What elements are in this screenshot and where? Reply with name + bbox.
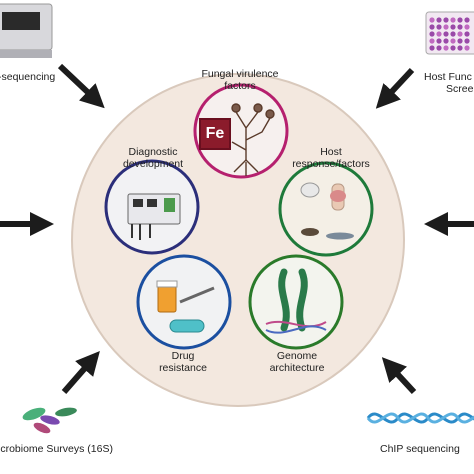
well — [464, 17, 470, 23]
well — [443, 17, 449, 23]
host-functional-screen-line2: Scree — [446, 83, 474, 95]
microbes-icon — [22, 407, 77, 434]
iron-element-badge: Fe — [199, 118, 231, 150]
well — [429, 24, 435, 30]
well — [450, 45, 456, 51]
genome-circle — [248, 254, 344, 350]
genome-label-line1: Genome — [276, 350, 318, 362]
host-response-label-line1: Host — [320, 146, 342, 158]
well — [429, 38, 435, 44]
chromosomes-icon — [265, 268, 327, 334]
chip-sequencing-label: ChIP sequencing — [380, 443, 460, 455]
diagnostic-label-line2: development — [122, 158, 184, 170]
well — [436, 38, 442, 44]
diagnostic-label: Diagnostic development — [108, 146, 198, 170]
well-plate-icon — [425, 11, 474, 55]
drug-resistance-label-line2: resistance — [159, 362, 207, 374]
well — [443, 24, 449, 30]
well — [450, 31, 456, 37]
host-organisms-icon — [300, 182, 354, 240]
well — [464, 45, 470, 51]
well — [436, 31, 442, 37]
well — [436, 17, 442, 23]
fungal-virulence-label-line1: Fungal virulence — [201, 68, 279, 80]
well — [457, 38, 463, 44]
well — [450, 17, 456, 23]
well — [457, 24, 463, 30]
fungal-virulence-circle — [193, 83, 289, 179]
fungal-virulence-label: Fungal virulence factors — [190, 68, 290, 92]
well — [450, 38, 456, 44]
arrow-top-right — [375, 67, 415, 109]
well — [457, 45, 463, 51]
well — [464, 24, 470, 30]
sequencing-method-label: -sequencing — [0, 71, 56, 83]
well — [436, 24, 442, 30]
arrow-top-left — [57, 63, 105, 109]
arrow-bottom-left — [61, 350, 100, 394]
genome-label: Genome architecture — [262, 350, 332, 374]
arrow-bottom-right — [381, 357, 417, 395]
well — [443, 31, 449, 37]
well — [457, 17, 463, 23]
diagnostic-label-line1: Diagnostic — [128, 146, 178, 158]
drug-resistance-label-line1: Drug — [171, 350, 195, 362]
well — [450, 24, 456, 30]
drug-resistance-label: Drug resistance — [148, 350, 218, 374]
sequencer-instrument-icon — [0, 3, 53, 58]
well — [429, 45, 435, 51]
well — [457, 31, 463, 37]
pills-syringe-icon — [156, 280, 215, 333]
well — [443, 45, 449, 51]
host-response-circle — [278, 161, 374, 257]
well — [443, 38, 449, 44]
diagnostic-devices-icon — [127, 193, 181, 240]
well — [429, 31, 435, 37]
well — [436, 45, 442, 51]
host-response-label-line2: response/factors — [292, 158, 370, 170]
well — [464, 38, 470, 44]
fungal-virulence-label-line2: factors — [224, 80, 256, 92]
host-functional-screen-line1: Host Func — [424, 71, 472, 83]
host-response-label: Host response/factors — [286, 146, 376, 170]
well — [464, 31, 470, 37]
microbiome-surveys-label: icrobiome Surveys (16S) — [0, 443, 113, 455]
drug-resistance-circle — [136, 254, 232, 350]
fungal-hyphae-icon — [231, 103, 275, 176]
well — [429, 17, 435, 23]
dna-helix-icon — [366, 412, 474, 424]
host-functional-screen-label: Host Func Scree — [424, 71, 473, 95]
genome-label-line2: architecture — [269, 362, 325, 374]
